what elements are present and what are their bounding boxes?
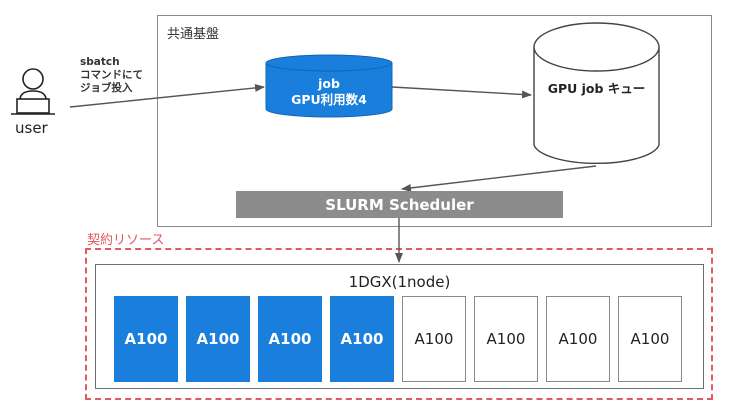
job-cylinder bbox=[265, 54, 393, 118]
gpu-used: A100 bbox=[258, 296, 322, 382]
user-at-laptop-icon bbox=[11, 68, 55, 115]
job-label-line: job bbox=[318, 76, 340, 91]
common-platform-label: 共通基盤 bbox=[167, 27, 220, 42]
dispatch-edge bbox=[401, 165, 597, 192]
gpu-free: A100 bbox=[474, 296, 538, 382]
dgx-node-label: 1DGX(1node) bbox=[348, 273, 451, 291]
gpu-used: A100 bbox=[186, 296, 250, 382]
submit-edge bbox=[69, 83, 265, 108]
gpu-used: A100 bbox=[330, 296, 394, 382]
enqueue-edge bbox=[391, 86, 532, 99]
job-label-line: GPU利用数4 bbox=[291, 92, 367, 107]
submit-label-line: sbatch bbox=[80, 56, 120, 68]
gpu-used: A100 bbox=[114, 296, 178, 382]
gpu-free: A100 bbox=[618, 296, 682, 382]
contract-resource-label: 契約リソース bbox=[87, 233, 165, 248]
slurm-scheduler: SLURM Scheduler bbox=[236, 191, 563, 218]
gpu-job-queue-label: GPU job キュー bbox=[547, 81, 646, 96]
submit-edge-label: sbatch コマンドにて ジョブ投入 bbox=[80, 56, 143, 95]
submit-label-line: ジョブ投入 bbox=[80, 82, 133, 94]
common-platform-box bbox=[157, 15, 712, 227]
user-label: user bbox=[15, 119, 48, 137]
job-label: job GPU利用数4 bbox=[266, 76, 392, 108]
submit-label-line: コマンドにて bbox=[80, 69, 143, 81]
gpu-job-queue-cylinder bbox=[533, 22, 660, 165]
gpu-free: A100 bbox=[546, 296, 610, 382]
gpu-free: A100 bbox=[402, 296, 466, 382]
